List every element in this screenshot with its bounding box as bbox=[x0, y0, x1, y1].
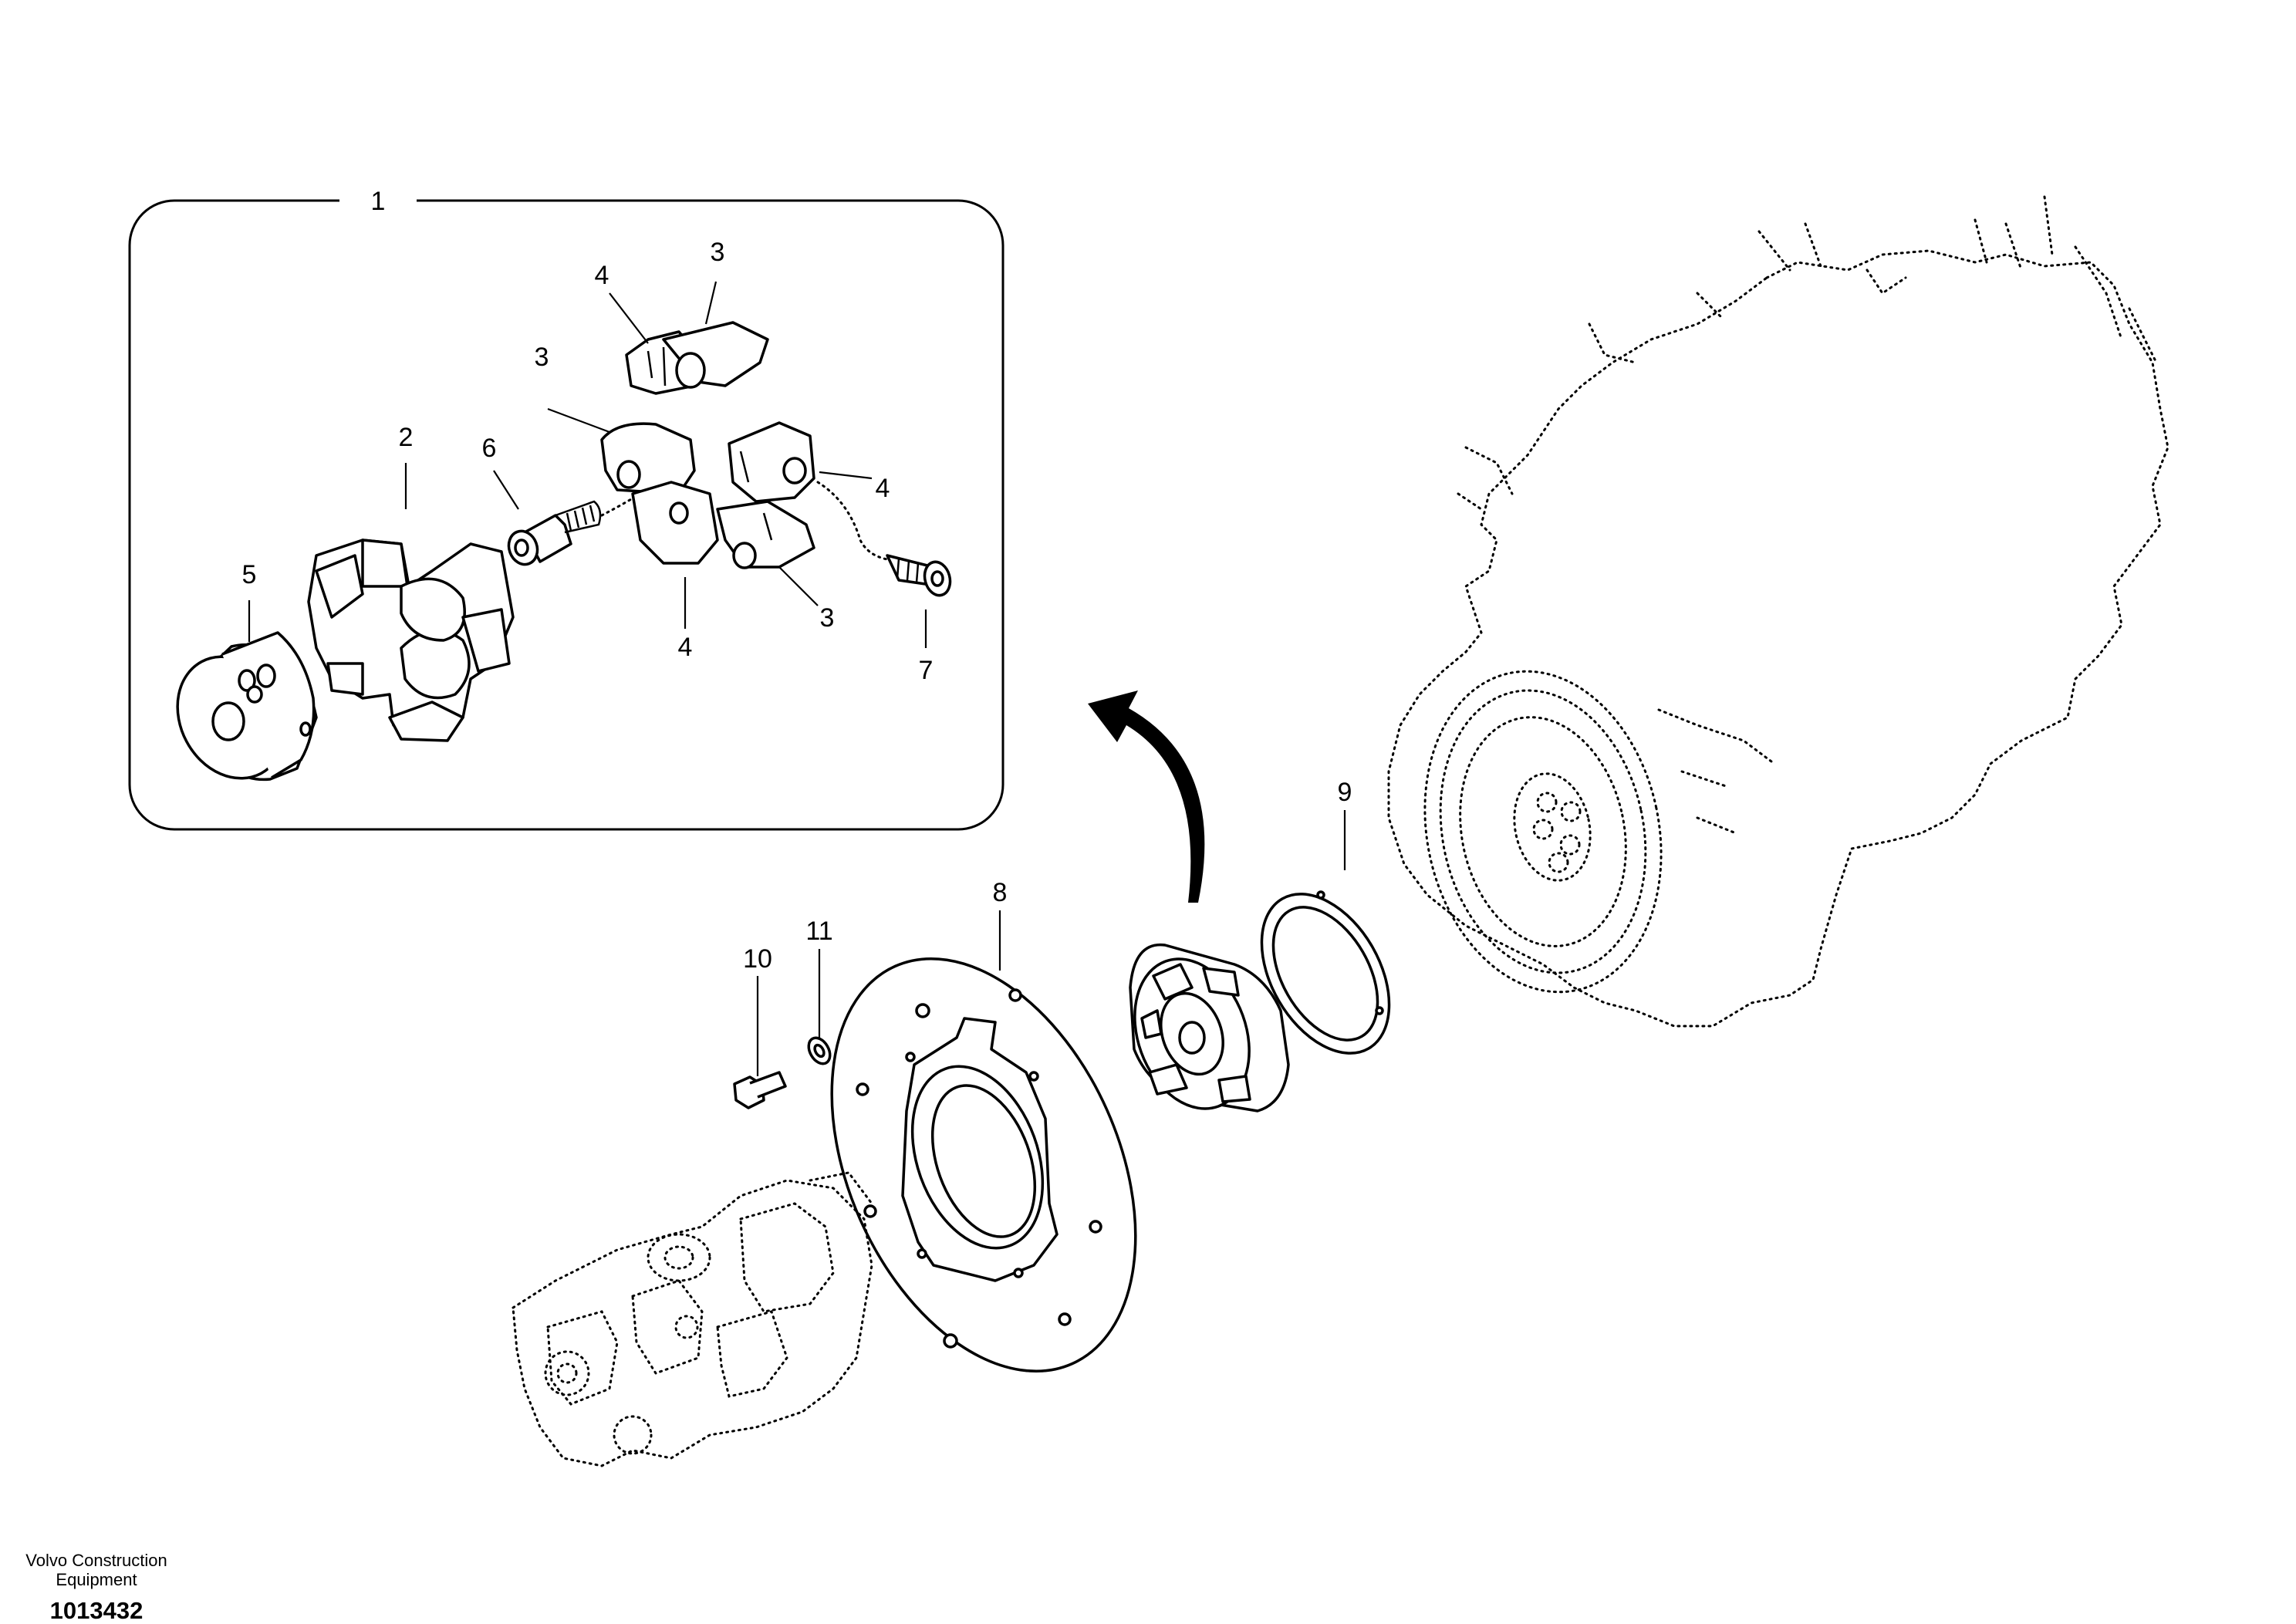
callout-1: 1 bbox=[371, 187, 386, 216]
coupling-detail-inset bbox=[128, 193, 1004, 831]
callout-3-left: 3 bbox=[535, 343, 549, 372]
seal-ring-part-9 bbox=[1260, 890, 1391, 1055]
washer-part-11 bbox=[807, 1036, 832, 1065]
inset-frame bbox=[128, 199, 1004, 831]
inset-label-gap bbox=[339, 193, 417, 210]
bolt-part-10 bbox=[733, 1071, 787, 1109]
callout-4-top: 4 bbox=[595, 261, 609, 290]
hydraulic-pump-outline bbox=[512, 1171, 873, 1467]
callout-10: 10 bbox=[743, 944, 772, 974]
callout-3-bottom: 3 bbox=[820, 603, 835, 633]
callout-4-right: 4 bbox=[876, 474, 890, 503]
callout-4-bottom: 4 bbox=[678, 633, 693, 662]
company-name-line-1: Volvo Construction bbox=[25, 1551, 167, 1570]
callout-2: 2 bbox=[399, 423, 414, 452]
callout-8: 8 bbox=[993, 878, 1008, 907]
spider-element-part-2 bbox=[307, 539, 515, 742]
hub-part-5 bbox=[176, 631, 318, 782]
callout-3-top: 3 bbox=[711, 238, 725, 267]
segmented-element-assembly bbox=[600, 321, 815, 569]
callout-11: 11 bbox=[805, 917, 832, 946]
flexible-coupling bbox=[1129, 943, 1290, 1112]
company-name-line-2: Equipment bbox=[56, 1570, 137, 1589]
callout-5: 5 bbox=[242, 560, 257, 589]
socket-screw-part-7 bbox=[886, 554, 952, 597]
assembly-direction-arrow bbox=[1088, 690, 1205, 903]
socket-screw-part-6 bbox=[507, 500, 602, 566]
drawing-number: 1013432 bbox=[50, 1597, 144, 1620]
callout-9: 9 bbox=[1338, 778, 1352, 807]
adapter-plate-part-8 bbox=[830, 957, 1137, 1373]
engine-outline bbox=[1387, 195, 2169, 1028]
callout-6: 6 bbox=[482, 434, 497, 463]
callout-7: 7 bbox=[919, 656, 934, 685]
